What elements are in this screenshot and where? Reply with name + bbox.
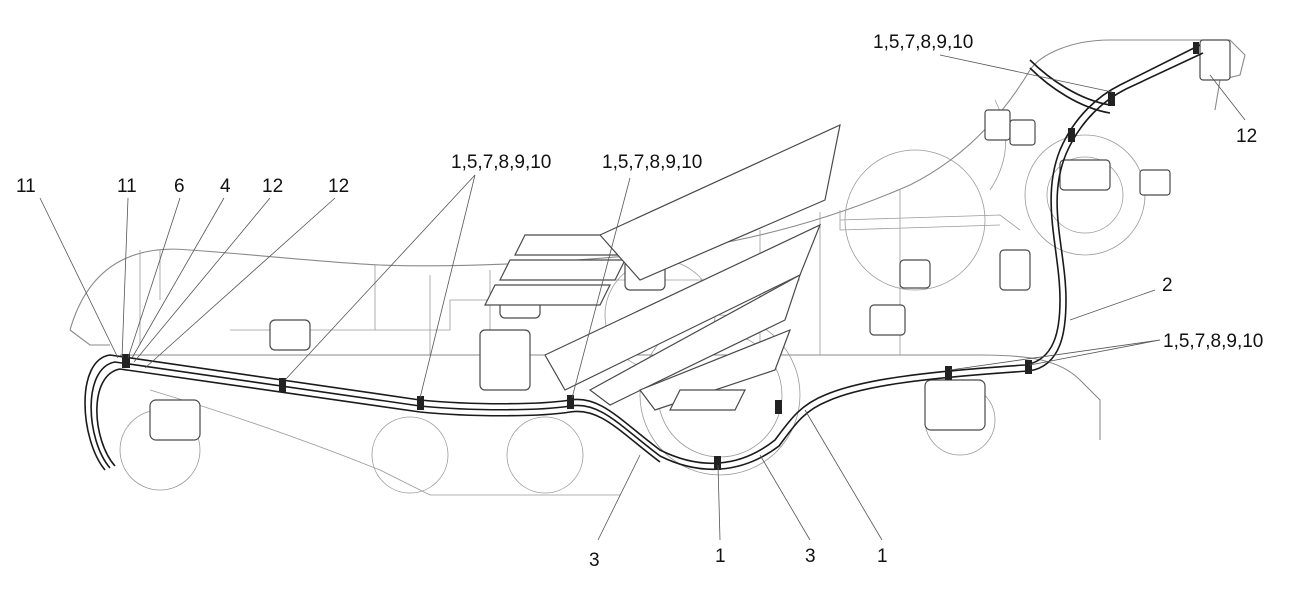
callout-11: 11 bbox=[117, 176, 137, 197]
callout-3-a: 3 bbox=[589, 550, 600, 571]
callout-2: 2 bbox=[1162, 275, 1173, 296]
rear-bracket bbox=[999, 249, 1031, 291]
rear-rotor-guard bbox=[1024, 134, 1146, 256]
callout-1-a: 1 bbox=[715, 546, 726, 567]
callout-12-a: 12 bbox=[262, 176, 283, 197]
mid-rotor-guard bbox=[844, 149, 986, 291]
clip-front bbox=[122, 354, 130, 368]
leader-lines bbox=[39, 54, 1246, 541]
track-wheel-2 bbox=[506, 416, 584, 494]
clip-7 bbox=[1025, 360, 1032, 374]
hose-clips bbox=[122, 42, 1199, 470]
callout-6: 6 bbox=[174, 176, 185, 197]
top-arm-bracket-2 bbox=[1009, 119, 1036, 146]
track-wheel-1 bbox=[371, 416, 449, 494]
callout-1-5-7-8-9-10-mid-right: 1,5,7,8,9,10 bbox=[602, 152, 702, 173]
clip-2 bbox=[417, 396, 424, 410]
emblem-wedge-3 bbox=[588, 273, 802, 406]
clip-3 bbox=[567, 395, 574, 409]
left-bracket bbox=[269, 319, 311, 351]
callout-1-5-7-8-9-10-top-right: 1,5,7,8,9,10 bbox=[873, 32, 973, 53]
top-connector-block bbox=[1199, 39, 1231, 81]
emblem-wedge-1 bbox=[599, 123, 841, 281]
emblem-bar-2 bbox=[499, 259, 626, 281]
clip-4 bbox=[714, 456, 721, 470]
rear-hub bbox=[924, 379, 986, 431]
clip-8 bbox=[1068, 128, 1075, 142]
hydraulic-hoses bbox=[84, 44, 1204, 471]
callout-1-5-7-8-9-10-mid-left: 1,5,7,8,9,10 bbox=[451, 152, 551, 173]
arrow-emblem bbox=[484, 123, 841, 411]
callout-12-b: 12 bbox=[328, 176, 349, 197]
clip-9 bbox=[1108, 92, 1115, 106]
front-hub bbox=[149, 399, 201, 441]
right-upper-bracket bbox=[899, 259, 931, 289]
top-arm-bracket bbox=[984, 109, 1011, 141]
machine-body-outline bbox=[69, 39, 1246, 496]
callout-labels: 11 11 6 4 12 12 1,5,7,8,9,10 1,5,7,8,9,1… bbox=[16, 32, 1263, 571]
center-bracket bbox=[479, 329, 531, 391]
clip-6 bbox=[945, 366, 952, 380]
callout-4: 4 bbox=[220, 176, 231, 197]
clip-top bbox=[1193, 42, 1199, 54]
clip-5 bbox=[775, 400, 782, 414]
rear-rotor bbox=[1046, 156, 1124, 234]
callout-12-top: 12 bbox=[1236, 126, 1257, 147]
drum-guard bbox=[639, 314, 801, 476]
callout-11-left: 11 bbox=[16, 176, 36, 197]
clip-1 bbox=[279, 378, 286, 392]
rotor-bracket bbox=[1059, 159, 1111, 191]
emblem-bar-3 bbox=[484, 284, 611, 306]
callout-1-b: 1 bbox=[877, 546, 888, 567]
right-bracket bbox=[869, 304, 906, 336]
emblem-wedge-4 bbox=[639, 328, 792, 411]
emblem-bar-4 bbox=[669, 389, 746, 411]
rotor-side-bracket bbox=[1139, 169, 1171, 196]
callout-1-5-7-8-9-10-right: 1,5,7,8,9,10 bbox=[1163, 331, 1263, 352]
callout-3-b: 3 bbox=[805, 546, 816, 567]
